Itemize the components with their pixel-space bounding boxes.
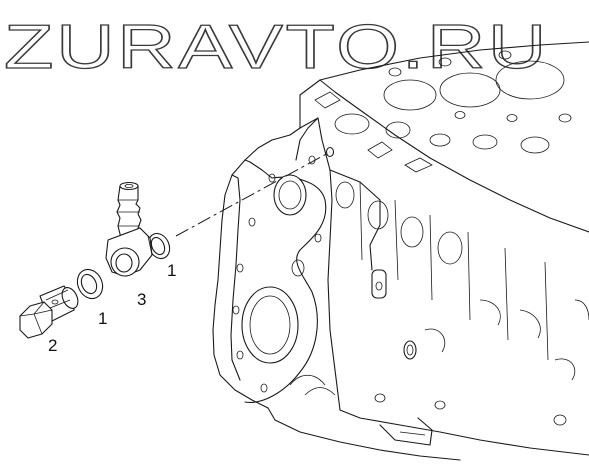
callout-washer-right: 1 (167, 261, 176, 280)
engine-block (212, 41, 589, 461)
assembly-line (175, 151, 331, 237)
callout-washer-left: 1 (98, 309, 107, 328)
banjo-fitting (105, 181, 153, 277)
watermark-text: ZURAVTO.RU (4, 13, 549, 82)
callout-banjo-fitting: 3 (137, 290, 146, 309)
callout-banjo-bolt: 2 (48, 336, 57, 355)
banjo-bolt (19, 285, 79, 339)
sealing-washer-left (76, 268, 104, 300)
